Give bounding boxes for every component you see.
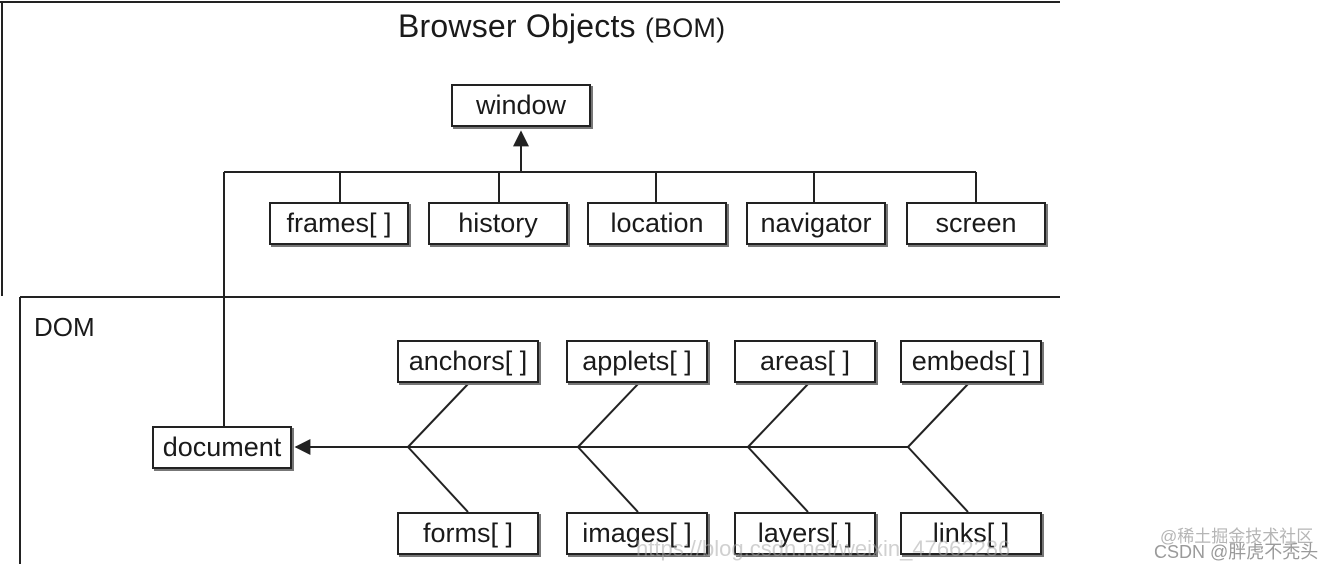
watermark-csdn: CSDN @胖虎不秃头 xyxy=(1154,542,1319,562)
layers-node: layers[ ] xyxy=(734,512,876,555)
navigator-node: navigator xyxy=(746,202,886,245)
title-main: Browser Objects xyxy=(398,8,636,44)
history-node: history xyxy=(428,202,568,245)
links-node: links[ ] xyxy=(900,512,1042,555)
location-node: location xyxy=(587,202,727,245)
screen-node: screen xyxy=(906,202,1046,245)
embeds-node: embeds[ ] xyxy=(900,340,1042,383)
anchors-branch xyxy=(407,383,469,448)
embeds-branch xyxy=(907,383,969,448)
watermark-juejin: @稀土掘金技术社区 xyxy=(1160,527,1314,546)
forms-node: forms[ ] xyxy=(397,512,539,555)
anchors-node: anchors[ ] xyxy=(397,340,539,383)
title-sub: (BOM) xyxy=(644,13,726,43)
links-branch xyxy=(907,446,969,513)
diagram-title: Browser Objects (BOM) xyxy=(398,8,725,45)
applets-node: applets[ ] xyxy=(566,340,708,383)
areas-branch xyxy=(747,383,809,448)
applets-branch xyxy=(577,383,639,448)
layers-branch xyxy=(747,446,809,513)
images-branch xyxy=(577,446,639,513)
images-node: images[ ] xyxy=(566,512,708,555)
document-node: document xyxy=(152,426,292,469)
forms-branch xyxy=(407,446,469,513)
areas-node: areas[ ] xyxy=(734,340,876,383)
frames-node: frames[ ] xyxy=(269,202,409,245)
dom-section-label: DOM xyxy=(34,312,95,342)
window-node: window xyxy=(451,84,591,127)
watermark-url: https://blog.csdn.net/weixin_47662286 xyxy=(636,536,1011,561)
